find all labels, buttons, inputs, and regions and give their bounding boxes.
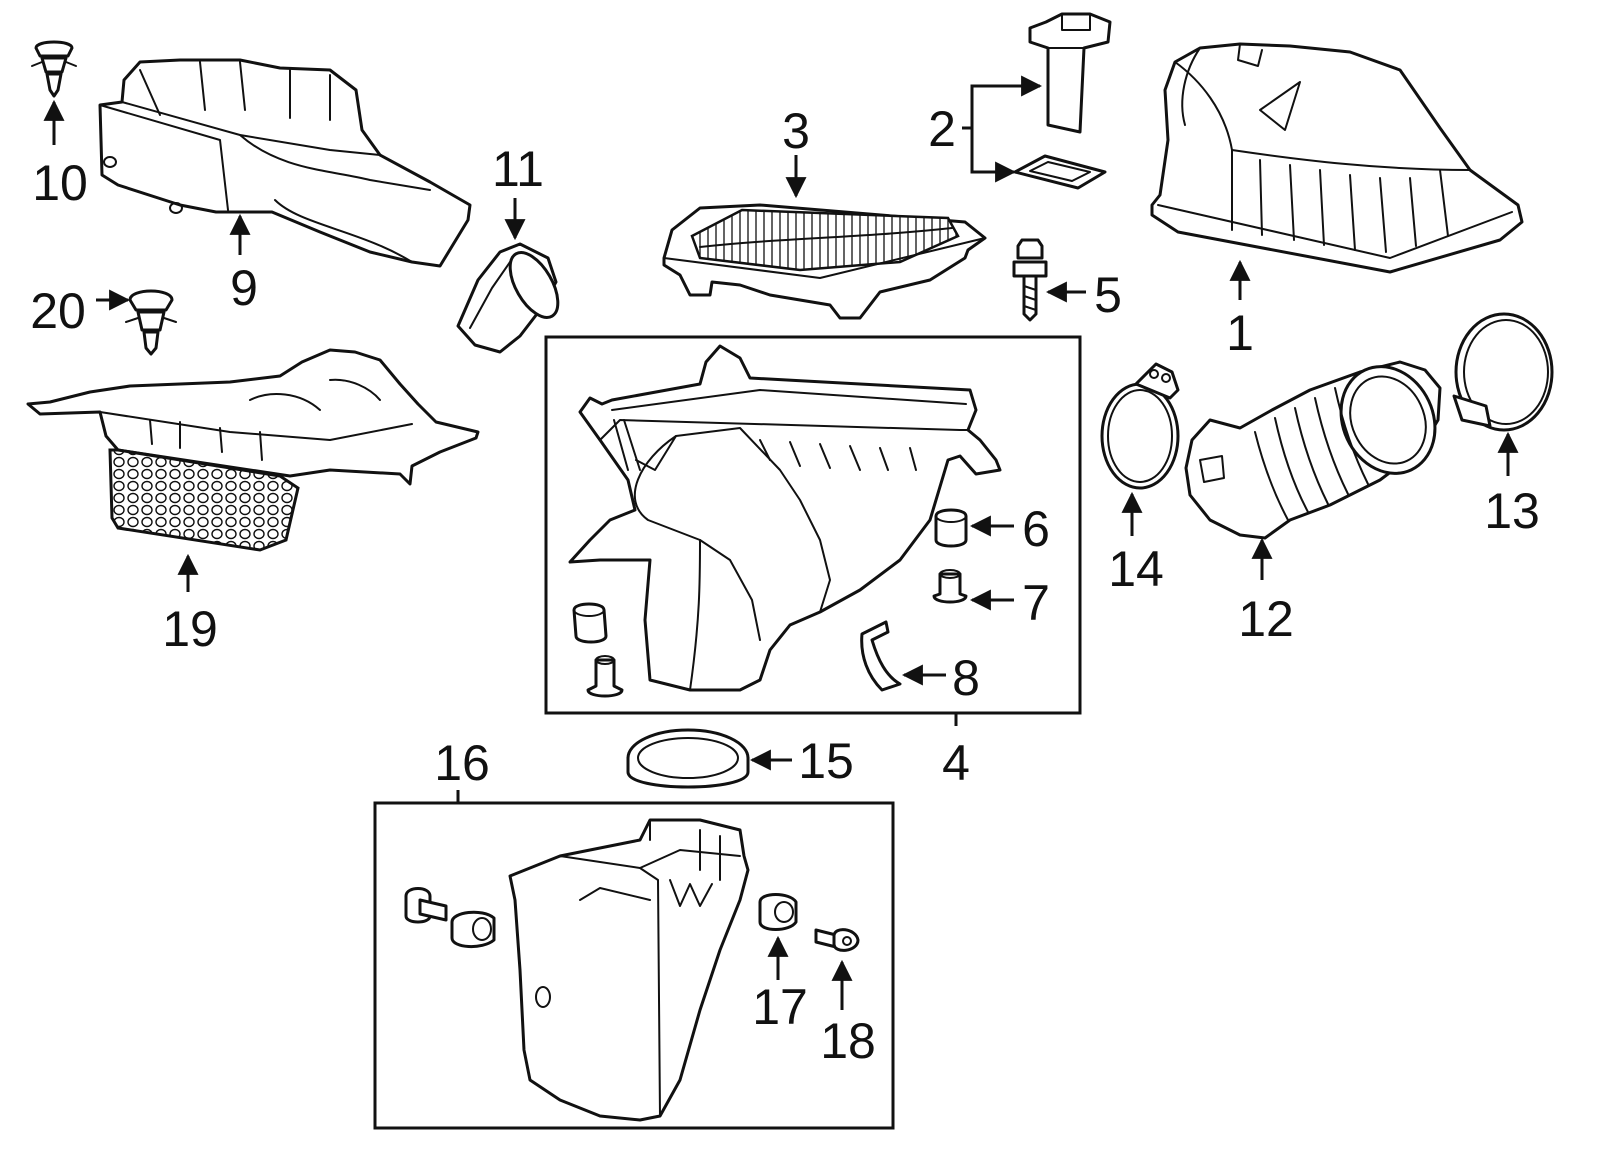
housing-grommet-left [572,602,608,644]
box-4-housing-assembly [544,335,1082,715]
leader-2a [962,75,1043,130]
part-11-seal [456,242,560,354]
callout-12: 12 [1238,591,1294,647]
callout-14: 14 [1108,541,1164,597]
callout-15: 15 [798,733,854,789]
callout-13: 13 [1484,483,1540,539]
leader-2b [970,128,1017,183]
part-19-lower-duct [26,348,480,552]
box-4-frame [544,335,1082,715]
callout-17: 17 [752,979,808,1035]
part-8-clip [860,620,902,692]
part-7-collar [932,569,968,604]
callout-8: 8 [952,650,980,706]
callout-1: 1 [1226,305,1254,361]
callout-3: 3 [782,103,810,159]
part-5-bolt [1012,238,1048,322]
callout-10: 10 [32,155,88,211]
resonator-grommet-left [450,910,496,948]
part-12-intake-hose [1184,360,1442,540]
callout-9: 9 [230,260,258,316]
callout-11: 11 [492,141,544,197]
callout-labels: 1 2 3 4 5 6 7 8 9 10 11 12 13 14 15 16 1… [30,101,1540,1069]
box-16-resonator-assembly [373,801,895,1130]
callout-20: 20 [30,283,86,339]
part-14-clamp [1100,362,1180,490]
part-20-clip [125,289,177,356]
resonator-bolt-left [404,887,448,924]
part-1-air-cleaner-cover [1150,42,1524,274]
callout-4: 4 [942,735,970,791]
box-16-frame [373,801,895,1130]
part-9-intake-duct [98,58,472,268]
callout-16: 16 [434,735,490,791]
part-18-bolt [814,928,860,952]
part-15-seal [626,728,750,789]
part-3-air-filter [662,203,987,320]
housing-collar-left [586,655,624,698]
callout-6: 6 [1022,501,1050,557]
callout-5: 5 [1094,267,1122,323]
callout-7: 7 [1022,575,1050,631]
callout-2: 2 [928,101,956,157]
part-6-grommet [934,508,968,548]
part-17-grommet [758,893,798,931]
part-10-clip [31,40,77,98]
callout-19: 19 [162,601,218,657]
callout-18: 18 [820,1013,876,1069]
part-13-clamp [1452,312,1554,432]
leader-lines [43,75,1519,1010]
part-2-mass-airflow-sensor [1013,12,1112,190]
